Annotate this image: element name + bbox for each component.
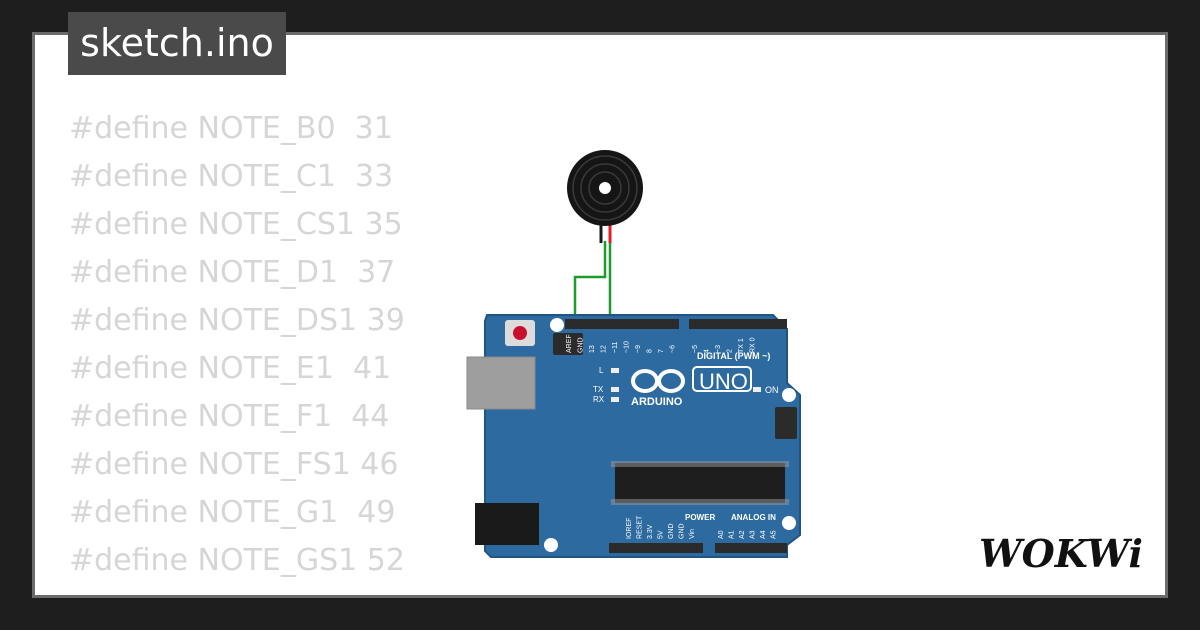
pin-label: ~5	[692, 345, 699, 353]
code-editor-lines: #define NOTE_B0 31 #define NOTE_C1 33 #def…	[69, 105, 405, 595]
pin-header-analog	[715, 543, 787, 553]
pin-label: ~3	[715, 345, 722, 353]
microcontroller-chip	[615, 463, 785, 503]
circuit-diagram: UNO ARDUINO DIGITAL (PWM ~) ON L TX RX P…	[466, 150, 801, 558]
tx-led-label: TX	[593, 385, 604, 394]
file-tab: sketch.ino	[68, 12, 286, 75]
buzzer[interactable]	[567, 150, 643, 226]
pin-label: GND	[679, 523, 686, 539]
pin-label: 8	[647, 349, 654, 353]
pin-label: RESET	[637, 515, 644, 539]
pin-label: A3	[750, 530, 757, 539]
pin-label: 2	[727, 349, 734, 353]
wokwi-logo-text: WOKWi	[979, 531, 1143, 576]
arduino-logo	[631, 369, 685, 393]
pin-label: A1	[729, 530, 736, 539]
wokwi-logo: WOKWi	[979, 531, 1143, 576]
pin-label: AREF	[566, 334, 573, 353]
pin-label: A2	[739, 530, 746, 539]
code-line: #define NOTE_CS1 35	[69, 207, 403, 242]
pin-label: 3.3V	[647, 524, 654, 539]
pin-label: ~11	[612, 342, 619, 353]
pin-header-top-right	[689, 319, 787, 329]
pin-label: IOREF	[626, 518, 633, 539]
pin-label: 13	[589, 345, 596, 353]
pin-label: 5V	[658, 530, 665, 539]
code-line: #define NOTE_A1 55	[69, 585, 405, 595]
pin-label: GND	[578, 337, 585, 353]
code-line: #define NOTE_F1 44	[69, 399, 390, 434]
code-line: #define NOTE_B0 31	[69, 111, 393, 146]
pin-label: TX 1	[738, 338, 745, 353]
pin-label: ~6	[670, 345, 677, 353]
pin-label: ~9	[635, 345, 642, 353]
code-line: #define NOTE_DS1 39	[69, 303, 405, 338]
on-led-label: ON	[765, 385, 779, 395]
code-line: #define NOTE_GS1 52	[69, 543, 405, 578]
code-line: #define NOTE_C1 33	[69, 159, 394, 194]
code-line: #define NOTE_D1 37	[69, 255, 396, 290]
l-led-label: L	[599, 366, 604, 375]
arduino-uno-board[interactable]: UNO ARDUINO DIGITAL (PWM ~) ON L TX RX P…	[466, 314, 801, 558]
pin-label: 4	[704, 349, 711, 353]
pin-label: ~10	[624, 341, 631, 353]
code-line: #define NOTE_G1 49	[69, 495, 396, 530]
code-line: #define NOTE_E1 41	[69, 351, 392, 386]
pin-label: 12	[601, 345, 608, 353]
pin-header-power	[609, 543, 703, 553]
pin-label: RX 0	[750, 337, 757, 353]
pin-label: A5	[771, 530, 778, 539]
power-pins-label: POWER	[685, 513, 715, 522]
pin-label: 7	[658, 349, 665, 353]
usb-port	[466, 356, 536, 410]
code-line: #define NOTE_FS1 46	[69, 447, 399, 482]
pin-label: A4	[760, 530, 767, 539]
pin-label: Vin	[689, 529, 696, 539]
board-model-label: UNO	[699, 369, 748, 394]
rx-led-label: RX	[593, 395, 605, 404]
pin-label: GND	[668, 523, 675, 539]
pin-label: A0	[718, 530, 725, 539]
wire-gnd	[573, 241, 607, 315]
digital-pins-label: DIGITAL (PWM ~)	[697, 351, 770, 361]
preview-card: #define NOTE_B0 31 #define NOTE_C1 33 #def…	[32, 32, 1168, 598]
power-jack	[475, 503, 539, 545]
board-brand-label: ARDUINO	[631, 396, 683, 408]
pin-header-top-left	[565, 319, 679, 329]
analog-pins-label: ANALOG IN	[731, 513, 776, 522]
